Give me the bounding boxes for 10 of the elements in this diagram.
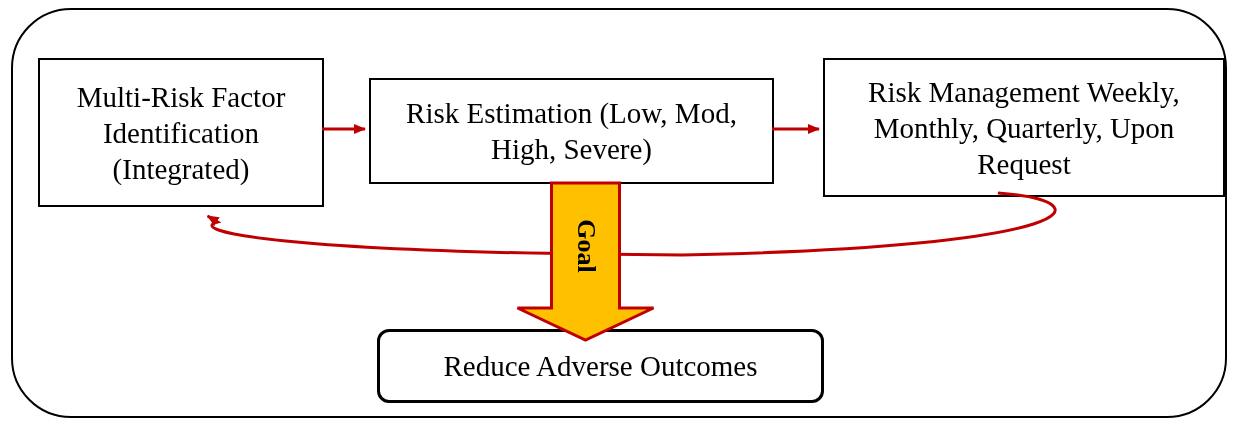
process-box: Risk Management Weekly, Monthly, Quarterly, Upon Request: [823, 58, 1225, 197]
block-arrow: [516, 181, 655, 342]
outer-frame: [11, 8, 1227, 418]
arrow: [322, 124, 366, 134]
arrow: [206, 191, 1055, 257]
edge-label: Goal: [572, 218, 599, 273]
arrow: [772, 124, 820, 134]
process-box: Reduce Adverse Outcomes: [377, 329, 824, 403]
process-box: Risk Estimation (Low, Mod, High, Severe): [369, 78, 774, 184]
process-box: Multi-Risk Factor Identification (Integrated): [38, 58, 324, 207]
